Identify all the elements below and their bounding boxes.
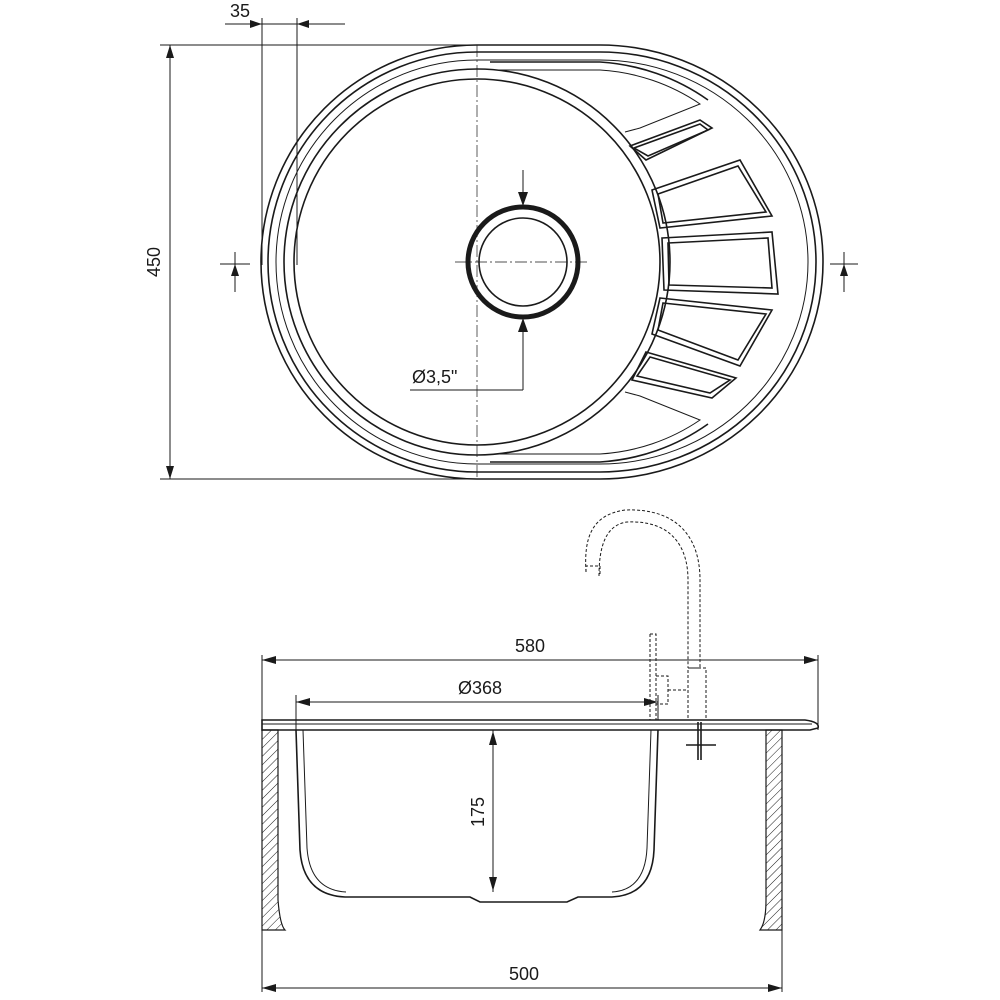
bowl-section-inner (302, 729, 347, 893)
sink-rim-plate (261, 719, 820, 731)
sink-inner-rim (275, 59, 809, 465)
cutout-width-label: 500 (509, 964, 539, 984)
overall-width-label: 580 (515, 636, 545, 656)
drainboard-outer-edge-bottom (490, 423, 709, 463)
drain-rib (632, 123, 710, 157)
height-dimension-label: 450 (144, 247, 164, 277)
drain-rib (651, 297, 774, 367)
bowl-diameter-label: Ø368 (458, 678, 502, 698)
drain-rib (651, 159, 774, 229)
drain-rib (630, 351, 738, 399)
drain-rib (657, 165, 768, 224)
drain-rib (628, 119, 714, 161)
drain-rib (667, 237, 773, 289)
drain-rib (661, 231, 779, 295)
sink-outer-outline (260, 44, 824, 480)
rim-offset-dimension-label: 35 (230, 1, 250, 21)
drainboard-inner-edge-bottom (497, 391, 702, 455)
sink-rim-outline (267, 51, 817, 473)
bowl-depth-label: 175 (468, 797, 488, 827)
bowl-section-outer (295, 729, 659, 903)
countertop-right-section (758, 729, 783, 931)
drain-rib (635, 356, 732, 394)
drain-diameter-label: Ø3,5" (412, 367, 457, 387)
countertop-left-section (261, 729, 287, 931)
section-view: 580 Ø368 175 500 (261, 509, 820, 992)
drainboard-outer-edge (490, 61, 709, 101)
top-view: 35 450 Ø3,5" (144, 1, 858, 480)
drainboard-inner-edge (497, 69, 702, 133)
faucet-outline (585, 509, 716, 760)
drainboard-ribs (628, 119, 779, 399)
drain-rib (657, 302, 768, 361)
